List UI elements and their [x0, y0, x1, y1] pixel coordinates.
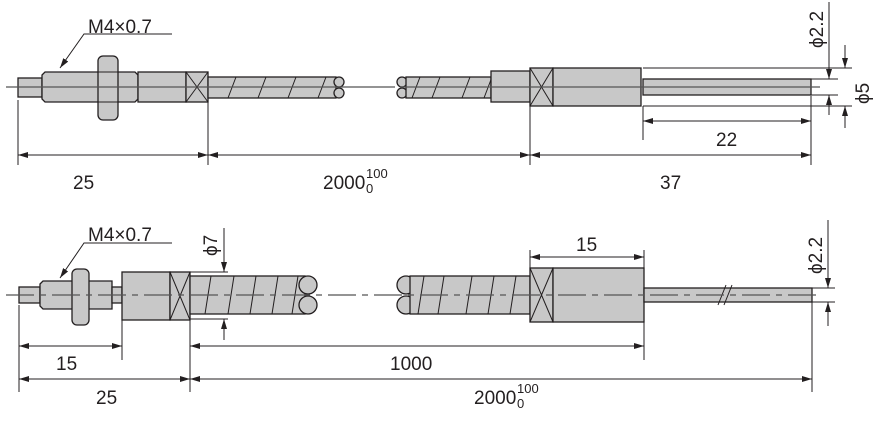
dim-bottom-cable-length: 2000: [474, 388, 516, 409]
bottom-wrench-flat-2: [529, 267, 554, 323]
bottom-spring-right: [396, 275, 531, 315]
top-thread-label: M4×0.7: [88, 17, 152, 38]
bottom-nut: [71, 268, 90, 326]
bottom-body: [121, 271, 171, 321]
dim-bottom-tol-lower: 0: [517, 396, 524, 411]
dim-bottom-thread-length: 15: [56, 354, 77, 375]
dim-bottom-sleeve-length: 15: [576, 235, 597, 256]
dim-bottom-spring-diameter: ϕ7: [201, 235, 222, 256]
dim-top-probe-diameter: ϕ2.2: [807, 11, 828, 48]
bottom-wrench-flat: [169, 271, 191, 321]
bottom-thread-label: M4×0.7: [88, 225, 152, 246]
dim-bottom-tol-upper: 100: [517, 381, 539, 396]
bottom-dimensions: 15 25 1000 2000 100 0 15 ϕ7 ϕ2.2: [18, 220, 835, 411]
dim-bottom-spring-length: 1000: [390, 354, 432, 375]
dim-top-head-length: 25: [73, 173, 94, 194]
dim-top-tol-lower: 0: [366, 181, 373, 196]
dim-top-cable-length: 2000: [323, 173, 365, 194]
dim-bottom-head-length: 25: [96, 388, 117, 409]
dim-top-tol-upper: 100: [366, 166, 388, 181]
bottom-sensor: [6, 267, 822, 326]
dim-bottom-cable-diameter: ϕ2.2: [806, 237, 827, 274]
dim-top-tip-length: 37: [660, 173, 681, 194]
dim-top-sleeve-diameter: ϕ5: [853, 83, 874, 104]
top-thread-callout: M4×0.7: [59, 17, 172, 69]
top-dimensions: 25 2000 100 0 37 22 ϕ2.2 ϕ5: [17, 2, 874, 196]
dim-top-probe-length: 22: [716, 130, 737, 151]
top-sensor: [6, 55, 820, 121]
bottom-thread-callout: M4×0.7: [59, 225, 172, 279]
top-nut: [97, 55, 119, 121]
